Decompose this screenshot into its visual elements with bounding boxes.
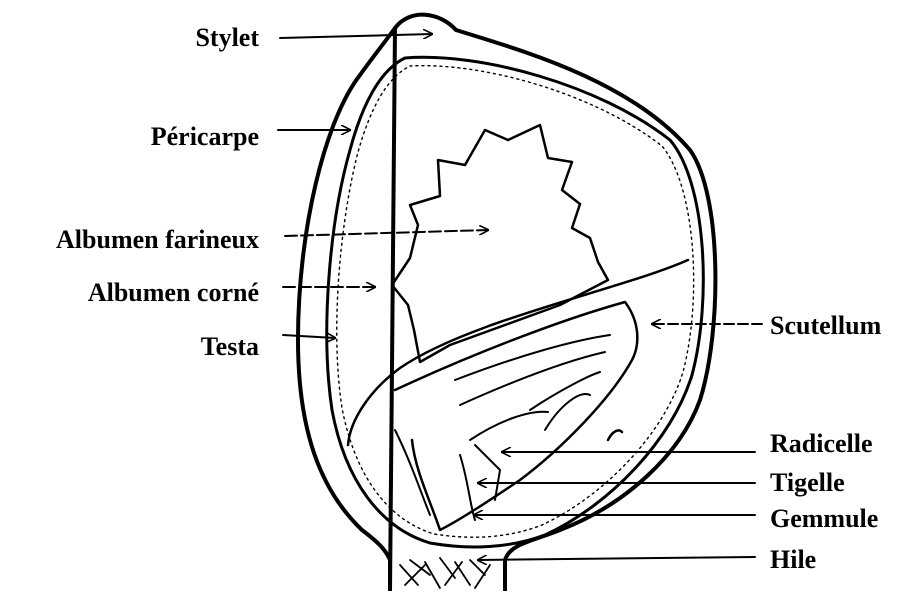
label-pericarpe: Péricarpe [151,122,259,151]
label-radicelle: Radicelle [770,429,873,458]
arrow-stylet [280,34,432,38]
label-testa: Testa [201,332,259,361]
small-mark [608,430,622,440]
label-gemmule: Gemmule [770,504,878,533]
label-stylet: Stylet [195,23,259,52]
embryo-fibre-8 [475,445,500,500]
arrow-hile [478,557,755,560]
pericarp-outer-outline [298,15,715,591]
embryo-fibre-5 [470,412,548,440]
embryo-fibre-7 [460,455,475,520]
label-albumen-corne: Albumen corné [88,278,259,307]
floury-endosperm-outline [392,125,608,362]
testa-outline [327,57,704,547]
label-scutellum: Scutellum [770,311,882,340]
label-hile: Hile [770,545,816,574]
hilum-tissue [400,558,490,588]
label-tigelle: Tigelle [770,468,845,497]
label-albumen-farineux: Albumen farineux [56,225,259,254]
arrow-albumen-farineux [285,230,488,236]
